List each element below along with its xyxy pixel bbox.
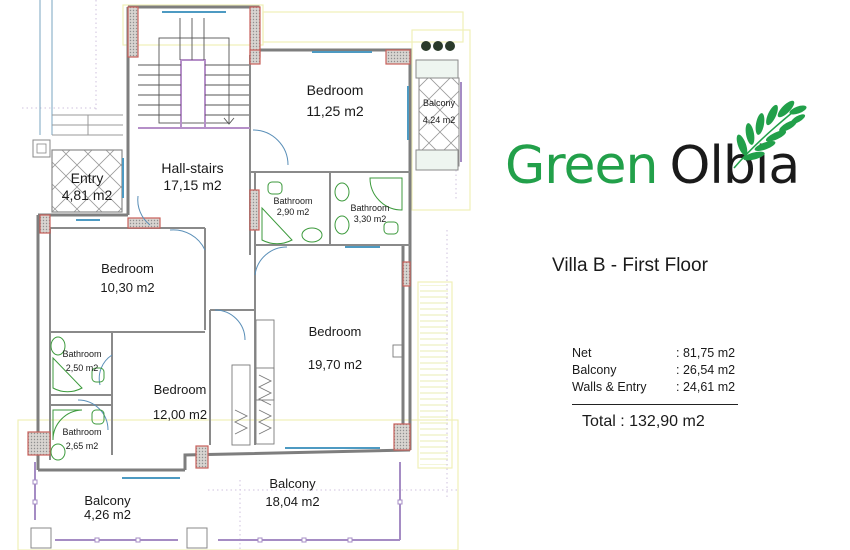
room-area: 11,25 m2 bbox=[306, 103, 364, 119]
room-name: Bedroom bbox=[153, 382, 207, 397]
room-area: 4,81 m2 bbox=[61, 186, 113, 203]
wardrobe bbox=[231, 319, 404, 446]
room-name: Bedroom bbox=[101, 261, 154, 276]
floor-title: Villa B - First Floor bbox=[552, 255, 708, 276]
room-label-bathroom-b: Bathroom 3,30 m2 bbox=[340, 203, 400, 225]
room-area: 2,65 m2 bbox=[65, 441, 99, 452]
area-label: Net bbox=[572, 346, 592, 360]
area-row-balcony: Balcony : 26,54 m2 bbox=[572, 362, 742, 379]
area-label: Walls & Entry bbox=[572, 380, 647, 394]
staircase bbox=[138, 18, 249, 129]
room-label-hall-stairs: Hall-stairs 17,15 m2 bbox=[150, 160, 235, 194]
room-area: 19,70 m2 bbox=[307, 356, 363, 372]
room-area: 2,90 m2 bbox=[276, 206, 310, 217]
area-summary: Net : 81,75 m2 Balcony : 26,54 m2 Walls … bbox=[572, 345, 742, 396]
room-area: 17,15 m2 bbox=[163, 176, 222, 193]
room-name: Bathroom bbox=[273, 196, 313, 206]
room-label-balcony-left: Balcony 4,26 m2 bbox=[60, 493, 155, 523]
area-label: Balcony bbox=[572, 363, 617, 377]
summary-divider bbox=[572, 404, 738, 405]
room-name: Hall-stairs bbox=[161, 160, 224, 176]
olive-branch-icon bbox=[733, 100, 807, 169]
area-value: : 24,61 m2 bbox=[676, 380, 736, 394]
room-name: Bathroom bbox=[62, 427, 102, 437]
room-label-balcony-top: Balcony 4,24 m2 bbox=[416, 95, 462, 129]
room-area: 4,26 m2 bbox=[84, 507, 131, 523]
room-area: 4,24 m2 bbox=[422, 115, 456, 126]
room-area: 3,30 m2 bbox=[353, 213, 387, 224]
room-name: Bedroom bbox=[306, 82, 364, 98]
area-value: : 81,75 m2 bbox=[676, 346, 736, 360]
room-name: Balcony bbox=[269, 476, 316, 491]
entry-floor bbox=[51, 149, 123, 213]
dotted-site-lines bbox=[22, 0, 460, 550]
room-area: 10,30 m2 bbox=[100, 279, 155, 295]
room-label-bathroom-a: Bathroom 2,90 m2 bbox=[262, 196, 324, 218]
room-label-bedroom-top: Bedroom 11,25 m2 bbox=[285, 80, 385, 122]
room-label-bedroom-bottom: Bedroom 12,00 m2 bbox=[130, 378, 230, 427]
room-area: 12,00 m2 bbox=[152, 406, 208, 422]
room-name: Bathroom bbox=[350, 203, 390, 213]
planter-icon bbox=[421, 41, 455, 51]
room-name: Entry bbox=[70, 170, 104, 186]
room-label-bathroom-c: Bathroom 2,50 m2 bbox=[52, 347, 112, 376]
fixtures bbox=[50, 177, 403, 461]
room-area: 18,04 m2 bbox=[265, 494, 320, 510]
pergola-slats bbox=[420, 285, 448, 465]
room-label-balcony-bottom: Balcony 18,04 m2 bbox=[245, 475, 340, 511]
room-label-bedroom-master: Bedroom 19,70 m2 bbox=[290, 316, 380, 381]
room-name: Bathroom bbox=[62, 349, 102, 359]
area-value: : 26,54 m2 bbox=[676, 363, 736, 377]
area-row-net: Net : 81,75 m2 bbox=[572, 345, 742, 362]
room-label-bathroom-d: Bathroom 2,65 m2 bbox=[52, 425, 112, 454]
room-area: 2,50 m2 bbox=[65, 363, 99, 374]
brand-name-green: Green bbox=[505, 136, 658, 196]
columns bbox=[27, 6, 411, 469]
total-area: Total : 132,90 m2 bbox=[582, 413, 705, 430]
room-label-bedroom-left: Bedroom 10,30 m2 bbox=[75, 260, 180, 298]
room-name: Bedroom bbox=[308, 324, 362, 339]
room-label-entry: Entry 4,81 m2 bbox=[52, 170, 122, 204]
windows bbox=[76, 11, 409, 479]
area-row-walls-entry: Walls & Entry : 24,61 m2 bbox=[572, 379, 742, 396]
room-name: Balcony bbox=[422, 98, 456, 108]
room-name: Balcony bbox=[84, 493, 131, 508]
